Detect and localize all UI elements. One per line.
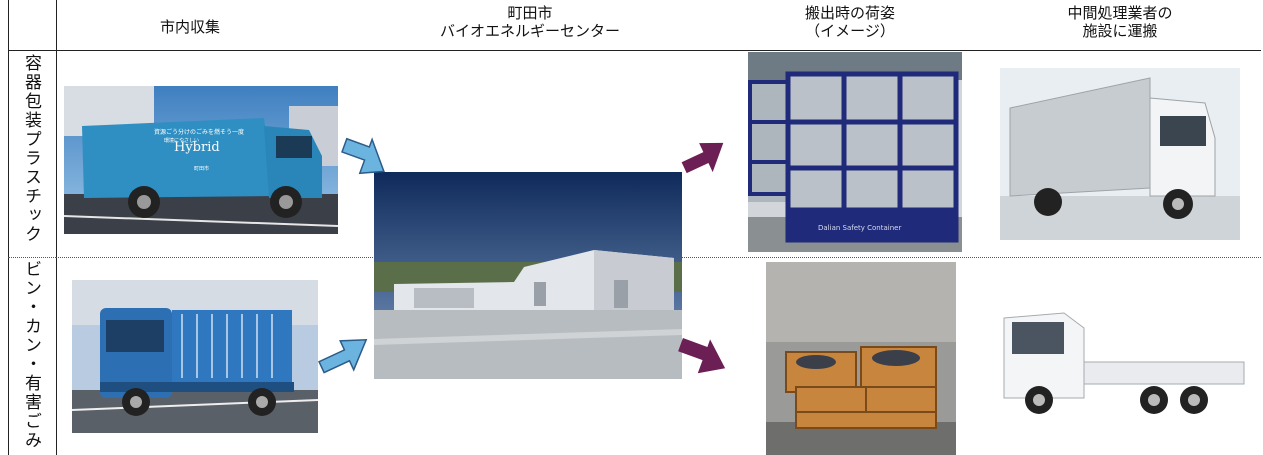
header-collection: 市内収集 bbox=[159, 18, 220, 36]
flatbed-truck-photo bbox=[994, 288, 1256, 428]
cage-label: Dalian Safety Container bbox=[818, 224, 901, 232]
row-divider-label bbox=[8, 257, 56, 258]
arrow-collection-to-center-bottom-icon bbox=[318, 338, 368, 374]
table-frame bbox=[8, 0, 1262, 455]
can-baskets-photo bbox=[766, 262, 956, 455]
sub-label: 環境にやさしい bbox=[164, 137, 199, 144]
header-cargo: 搬出時の荷姿 （イメージ） bbox=[780, 4, 920, 40]
hybrid-label: Hybrid bbox=[174, 140, 220, 155]
header-cargo-line1: 搬出時の荷姿 bbox=[804, 4, 895, 22]
arrow-center-to-cargo-bottom-icon bbox=[678, 338, 726, 374]
slogan-label: 資源ごう分けのごみを燃そう一度 bbox=[154, 128, 244, 136]
cage-truck-photo bbox=[72, 280, 318, 433]
packer-truck-photo: Hybrid 資源ごう分けのごみを燃そう一度 環境にやさしい 町田市 bbox=[64, 86, 338, 234]
header-transport-line1: 中間処理業者の bbox=[1067, 4, 1173, 22]
header-divider bbox=[8, 50, 1261, 51]
bioenergy-center-photo bbox=[374, 172, 682, 379]
header-cargo-line2: （イメージ） bbox=[805, 22, 895, 40]
label-column-divider bbox=[56, 0, 57, 455]
header-center-line1: 町田市 bbox=[507, 4, 553, 22]
row-label-bottles: ビン・カン・有害ごみ bbox=[21, 260, 41, 450]
header-center-line2: バイオエネルギーセンター bbox=[439, 22, 620, 40]
header-transport: 中間処理業者の 施設に運搬 bbox=[1040, 4, 1200, 40]
header-transport-line2: 施設に運搬 bbox=[1082, 22, 1158, 40]
arrow-center-to-cargo-top-icon bbox=[681, 142, 724, 174]
cage-container-photo: Dalian Safety Container bbox=[748, 52, 962, 252]
city-label: 町田市 bbox=[194, 165, 209, 172]
wing-truck-photo bbox=[1000, 68, 1240, 240]
arrow-collection-to-center-top-icon bbox=[341, 137, 385, 175]
header-center: 町田市 バイオエネルギーセンター bbox=[410, 4, 650, 40]
row-label-plastic: 容器包装プラスチック bbox=[21, 54, 41, 244]
